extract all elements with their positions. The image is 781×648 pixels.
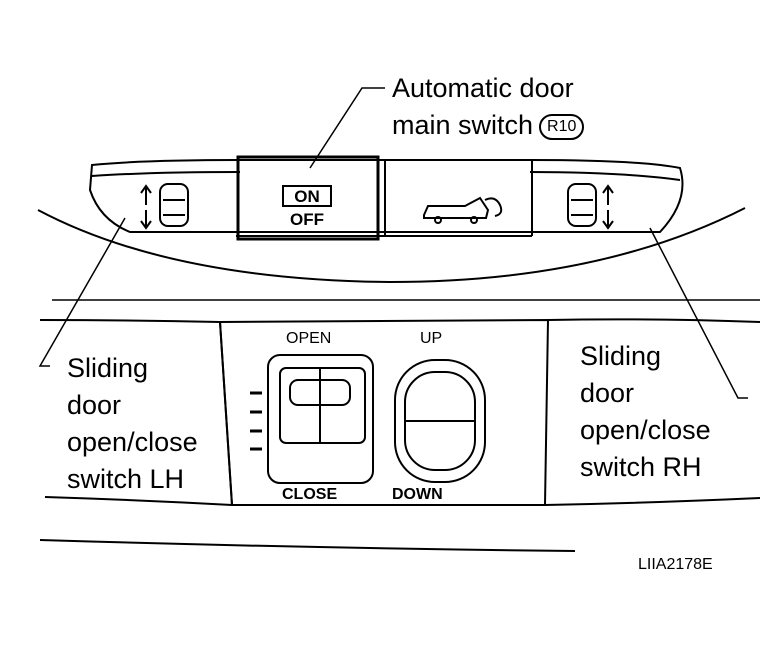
down-label: DOWN [392,486,443,503]
on-label: ON [282,185,332,207]
liftgate-icon [423,196,503,224]
switch-lh-label-line4: switch LH [67,464,185,494]
off-label: OFF [290,210,324,229]
switch-rh-label: Sliding door open/close switch RH [580,338,711,486]
switch-lh-label: Sliding door open/close switch LH [67,350,198,498]
console-inner-line [91,171,241,177]
switch-lh-label-line3: open/close [67,427,198,457]
close-label: CLOSE [282,486,338,503]
up-down-rocker [394,359,486,483]
leader-main-switch [309,87,385,169]
lower-panel-right [544,318,761,506]
switch-rh-label-line2: door [580,378,635,408]
door-right-icon [567,183,614,230]
main-switch-frame [236,155,380,241]
door-left-icon [140,183,189,230]
up-label: UP [420,330,443,347]
switch-lh-label-line1: Sliding [67,353,149,383]
leader-lh [38,217,126,367]
switch-rh-label-line1: Sliding [580,341,662,371]
open-close-rocker [267,354,374,484]
reference-badge: R10 [539,114,585,140]
console-inner-line-right [529,171,681,181]
figure-code: LIIA2178E [638,556,713,573]
roof-curve-upper [37,207,746,284]
open-label: OPEN [286,330,332,347]
leader-rh [649,227,748,399]
main-switch-label-line2: main switch [392,110,534,140]
main-switch-label-line1: Automatic door [392,73,574,103]
switch-lh-label-line2: door [67,390,122,420]
switch-rh-label-line4: switch RH [580,452,702,482]
console-housing [88,159,684,233]
lower-edge [39,539,576,552]
switch-rh-label-line3: open/close [580,415,711,445]
